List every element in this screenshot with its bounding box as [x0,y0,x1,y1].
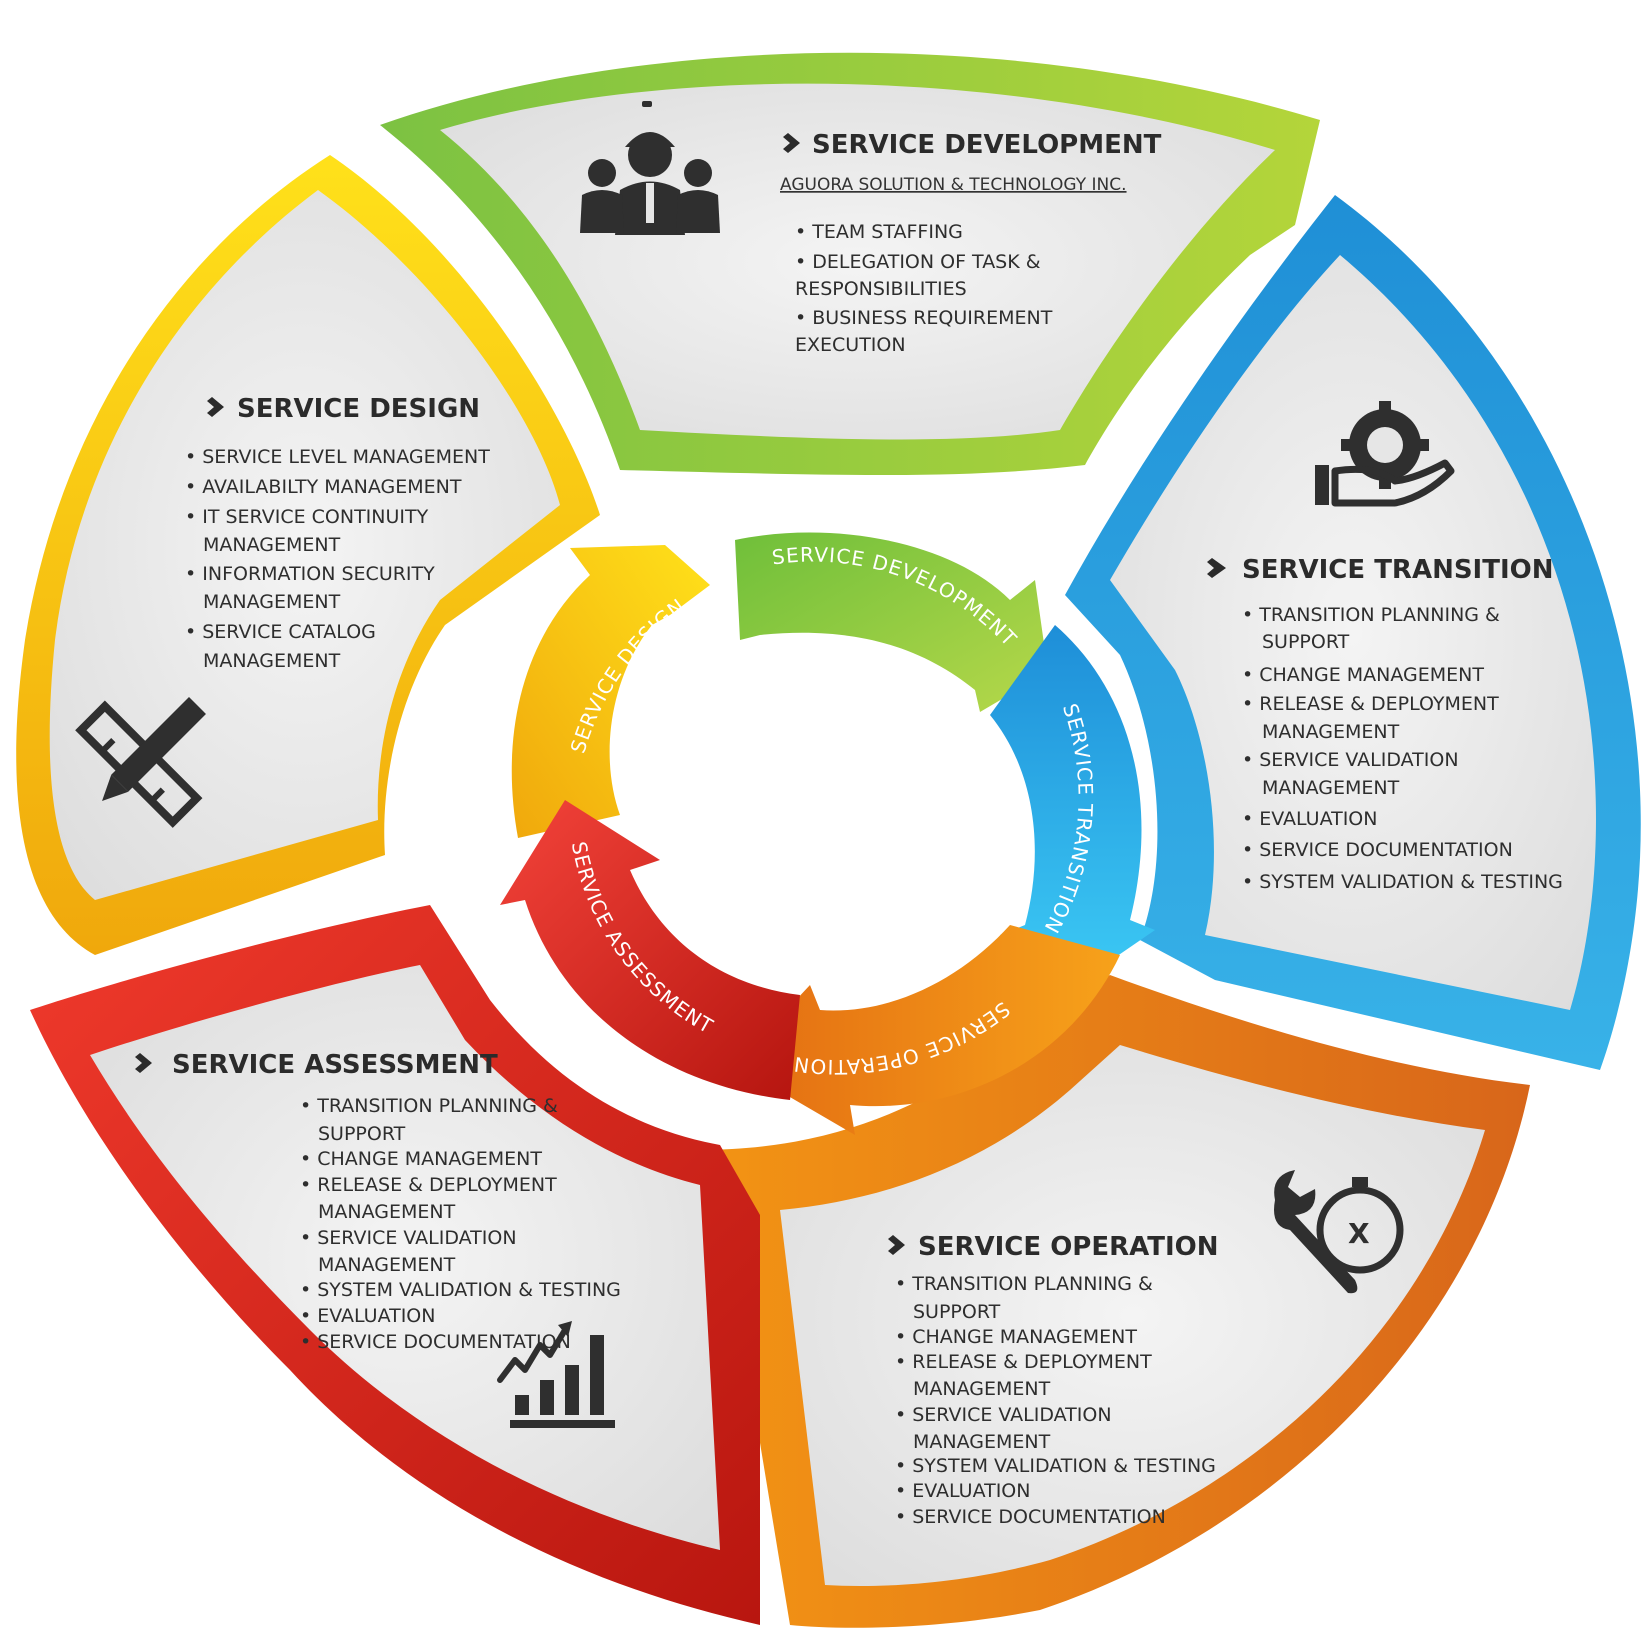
transition-item: MANAGEMENT [1262,721,1400,743]
operation-item: • EVALUATION [895,1480,1030,1502]
design-item: • AVAILABILTY MANAGEMENT [185,476,462,498]
transition-item: • SERVICE DOCUMENTATION [1242,839,1513,861]
development-item: • TEAM STAFFING [795,221,963,243]
design-item: • SERVICE CATALOG [185,621,376,643]
operation-text: SERVICE OPERATION • TRANSITION PLANNING … [888,1232,1219,1528]
chevron-right-icon [783,133,800,153]
transition-item: • RELEASE & DEPLOYMENT [1242,693,1499,715]
development-subtitle: AGUORA SOLUTION & TECHNOLOGY INC. [780,175,1127,195]
development-item: EXECUTION [795,334,906,356]
transition-item: SUPPORT [1262,631,1350,653]
chevron-right-icon [135,1053,152,1073]
operation-item: MANAGEMENT [913,1431,1051,1453]
svg-text:X: X [1348,1217,1370,1250]
assessment-item: • SERVICE VALIDATION [300,1227,517,1249]
operation-item: • SERVICE DOCUMENTATION [895,1506,1166,1528]
development-title: SERVICE DEVELOPMENT [812,130,1162,160]
operation-title: SERVICE OPERATION [918,1232,1219,1262]
assessment-text: SERVICE ASSESSMENT • TRANSITION PLANNING… [135,1050,621,1353]
transition-item: • SYSTEM VALIDATION & TESTING [1242,871,1563,893]
assessment-item: • SYSTEM VALIDATION & TESTING [300,1279,621,1301]
assessment-item: • TRANSITION PLANNING & [300,1095,558,1117]
transition-item: • SERVICE VALIDATION [1242,749,1459,771]
development-item: • BUSINESS REQUIREMENT [795,307,1053,329]
cycle-arrow-development [735,532,1048,712]
development-item: RESPONSIBILITIES [795,278,967,300]
assessment-item: MANAGEMENT [318,1254,456,1276]
design-item: MANAGEMENT [203,650,341,672]
assessment-item: • EVALUATION [300,1305,435,1327]
wrench-stopwatch-icon: X [1274,1170,1404,1294]
transition-item: • EVALUATION [1242,808,1377,830]
team-engineers-icon [580,101,720,235]
assessment-item: • SERVICE DOCUMENTATION [300,1331,571,1353]
development-item: • DELEGATION OF TASK & [795,251,1041,273]
development-text: SERVICE DEVELOPMENT AGUORA SOLUTION & TE… [780,130,1162,356]
design-title: SERVICE DESIGN [237,394,480,424]
pencil-ruler-icon [75,697,206,828]
operation-item: SUPPORT [913,1301,1001,1323]
operation-item: • SERVICE VALIDATION [895,1404,1112,1426]
design-text: SERVICE DESIGN • SERVICE LEVEL MANAGEMEN… [185,394,490,672]
cycle-arrow-design [511,545,710,838]
transition-item: • TRANSITION PLANNING & [1242,604,1500,626]
operation-item: • CHANGE MANAGEMENT [895,1326,1137,1348]
transition-text: SERVICE TRANSITION • TRANSITION PLANNING… [1207,555,1563,893]
design-item: • SERVICE LEVEL MANAGEMENT [185,446,490,468]
cycle-arrow-transition [990,625,1155,985]
cycle-arrow-assessment [500,800,800,1100]
growth-chart-icon [497,1321,615,1428]
operation-segment [700,975,1530,1628]
chevron-right-icon [888,1235,905,1255]
chevron-right-icon [207,397,224,417]
assessment-item: • CHANGE MANAGEMENT [300,1148,542,1170]
assessment-item: MANAGEMENT [318,1201,456,1223]
transition-title: SERVICE TRANSITION [1242,555,1554,585]
design-item: MANAGEMENT [203,591,341,613]
operation-item: • RELEASE & DEPLOYMENT [895,1351,1152,1373]
cycle-arrow-operation [735,925,1120,1135]
transition-segment [1065,195,1641,1070]
transition-item: • CHANGE MANAGEMENT [1242,664,1484,686]
assessment-item: • RELEASE & DEPLOYMENT [300,1174,557,1196]
operation-item: • SYSTEM VALIDATION & TESTING [895,1455,1216,1477]
design-item: • IT SERVICE CONTINUITY [185,506,429,528]
operation-item: MANAGEMENT [913,1378,1051,1400]
operation-item: • TRANSITION PLANNING & [895,1273,1153,1295]
design-item: • INFORMATION SECURITY [185,563,435,585]
assessment-segment [30,905,760,1625]
assessment-title: SERVICE ASSESSMENT [172,1050,498,1080]
transition-item: MANAGEMENT [1262,777,1400,799]
chevron-right-icon [1207,558,1226,578]
design-item: MANAGEMENT [203,534,341,556]
hand-gear-icon [1315,401,1455,507]
assessment-item: SUPPORT [318,1123,406,1145]
